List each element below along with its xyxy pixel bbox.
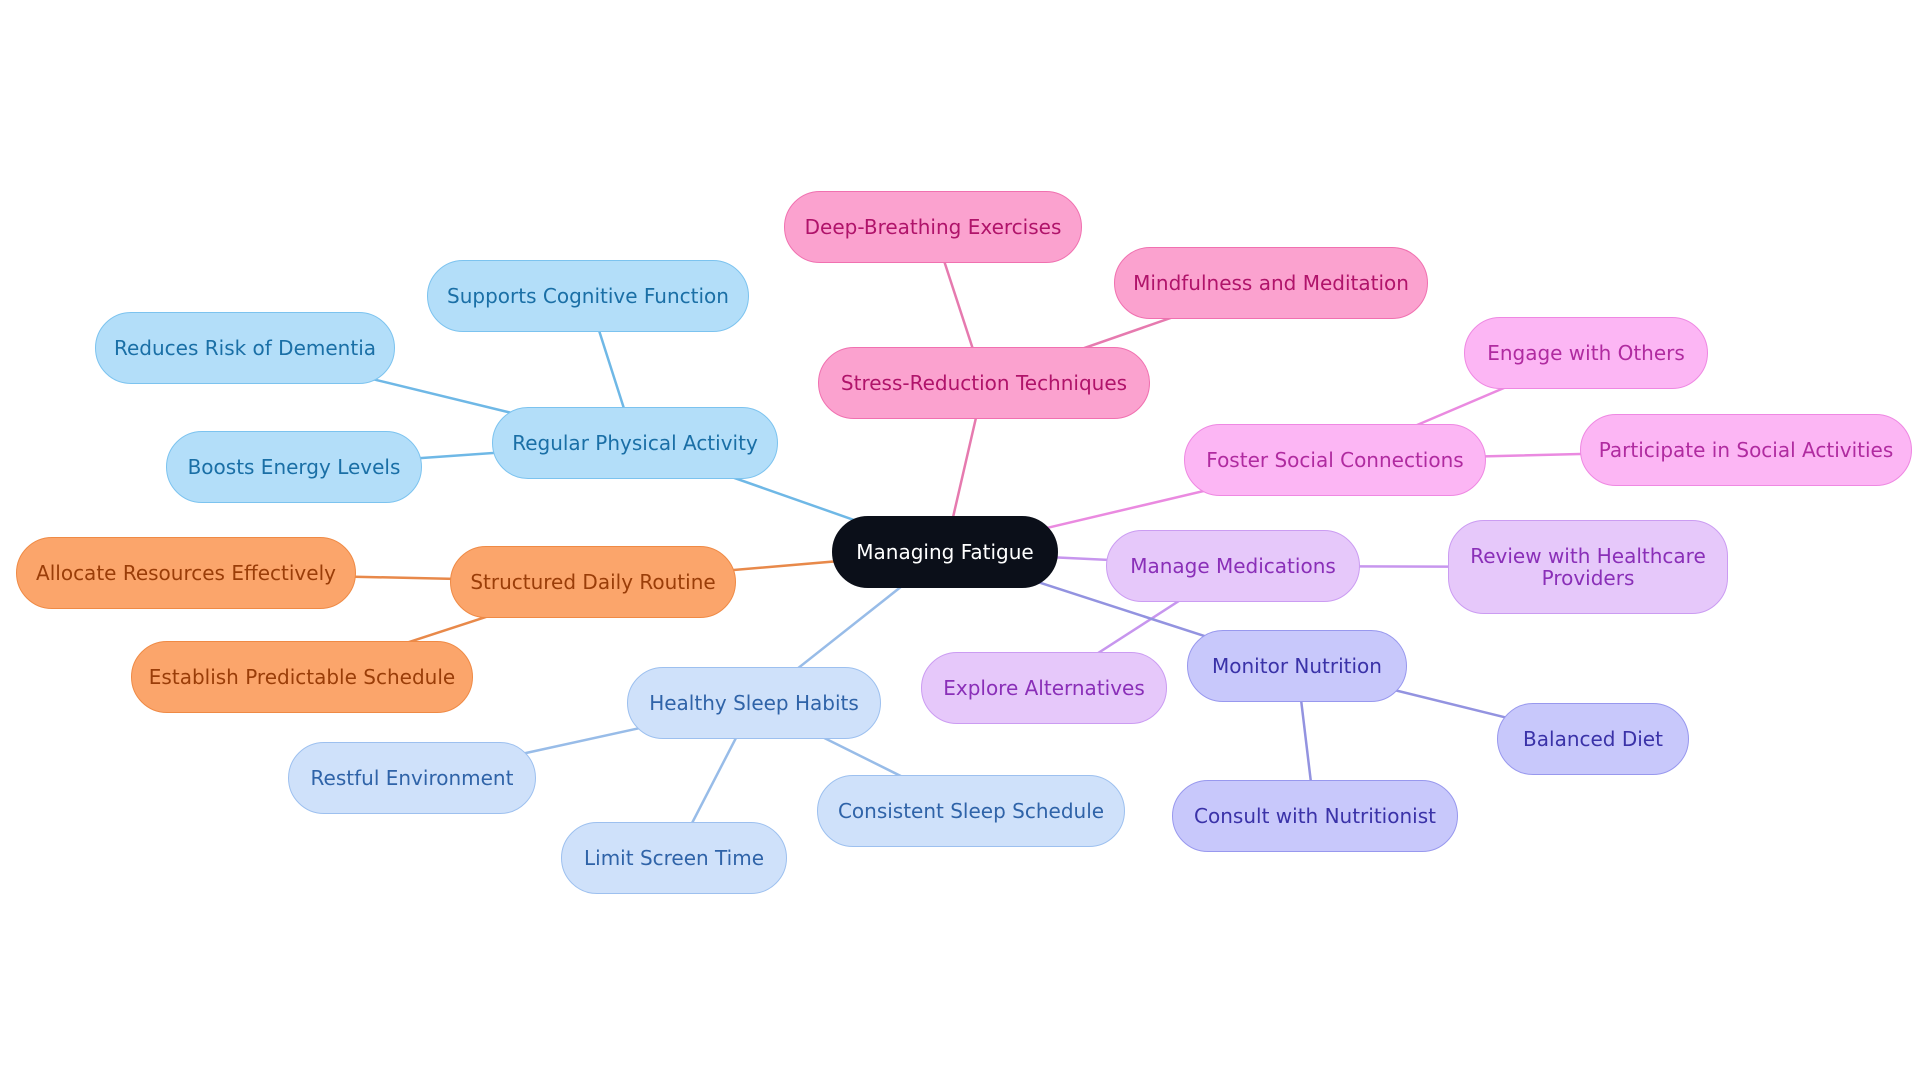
root-node-managing-fatigue[interactable]: Managing Fatigue [832,516,1058,588]
branch-node-monitor-nutrition[interactable]: Monitor Nutrition [1187,630,1407,702]
leaf-node-consult-with-nutritionist[interactable]: Consult with Nutritionist [1172,780,1458,852]
leaf-node-deep-breathing-exercises[interactable]: Deep-Breathing Exercises [784,191,1082,263]
leaf-node-participate-in-social-activities[interactable]: Participate in Social Activities [1580,414,1912,486]
branch-node-healthy-sleep-habits[interactable]: Healthy Sleep Habits [627,667,881,739]
leaf-node-allocate-resources-effectively[interactable]: Allocate Resources Effectively [16,537,356,609]
branch-node-stress-reduction-techniques[interactable]: Stress-Reduction Techniques [818,347,1150,419]
leaf-node-explore-alternatives[interactable]: Explore Alternatives [921,652,1167,724]
leaf-node-engage-with-others[interactable]: Engage with Others [1464,317,1708,389]
leaf-node-boosts-energy-levels[interactable]: Boosts Energy Levels [166,431,422,503]
branch-node-regular-physical-activity[interactable]: Regular Physical Activity [492,407,778,479]
leaf-node-supports-cognitive-function[interactable]: Supports Cognitive Function [427,260,749,332]
leaf-node-establish-predictable-schedule[interactable]: Establish Predictable Schedule [131,641,473,713]
branch-node-manage-medications[interactable]: Manage Medications [1106,530,1360,602]
leaf-node-review-with-healthcare-providers[interactable]: Review with Healthcare Providers [1448,520,1728,614]
leaf-node-consistent-sleep-schedule[interactable]: Consistent Sleep Schedule [817,775,1125,847]
leaf-node-balanced-diet[interactable]: Balanced Diet [1497,703,1689,775]
branch-node-foster-social-connections[interactable]: Foster Social Connections [1184,424,1486,496]
leaf-node-mindfulness-and-meditation[interactable]: Mindfulness and Meditation [1114,247,1428,319]
branch-node-structured-daily-routine[interactable]: Structured Daily Routine [450,546,736,618]
leaf-node-reduces-risk-of-dementia[interactable]: Reduces Risk of Dementia [95,312,395,384]
leaf-node-limit-screen-time[interactable]: Limit Screen Time [561,822,787,894]
leaf-node-restful-environment[interactable]: Restful Environment [288,742,536,814]
